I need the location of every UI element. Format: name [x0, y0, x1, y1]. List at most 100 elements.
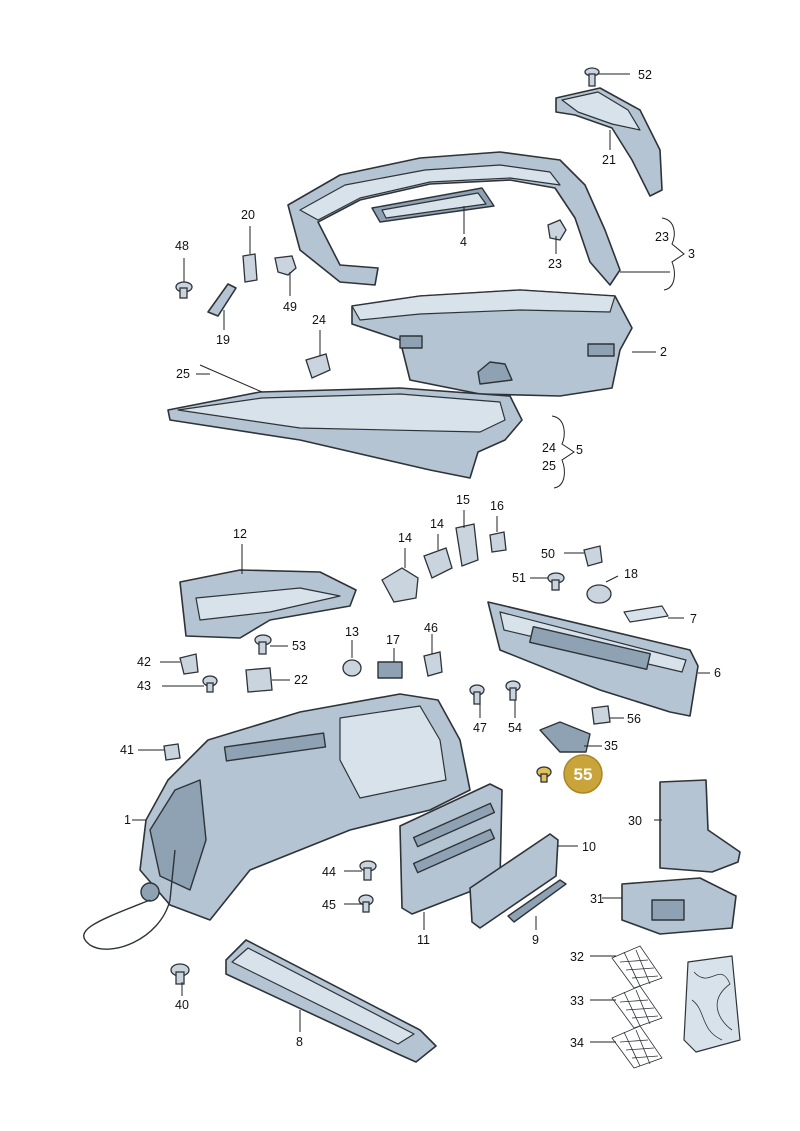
part-54-screw [505, 680, 521, 701]
callout-54: 54 [508, 721, 522, 735]
callout-14: 14 [430, 517, 444, 531]
callout-18: 18 [624, 567, 638, 581]
part-4-seal-inner [381, 192, 487, 219]
callout-12: 12 [233, 527, 247, 541]
part-49-clip [274, 255, 297, 276]
part-32-net [611, 945, 663, 989]
callout-48: 48 [175, 239, 189, 253]
part-43-screw [202, 675, 218, 693]
callout-30: 30 [628, 814, 642, 828]
callout-32: 32 [570, 950, 584, 964]
callout-5: 5 [576, 443, 583, 457]
part-20-clip [242, 253, 258, 283]
part-13-plug [342, 659, 362, 677]
callout-8: 8 [296, 1035, 303, 1049]
part-6-striker-recess [529, 626, 651, 670]
callout-31: 31 [590, 892, 604, 906]
callout-21: 21 [602, 153, 616, 167]
part-52-screw [584, 67, 600, 87]
part-16-clip [489, 531, 507, 553]
callout-labels: 52 21 4 23 23 3 20 48 49 19 24 2 25 24 2… [120, 68, 721, 1050]
part-25-strap [199, 364, 263, 393]
part-48-screw [175, 281, 193, 299]
part-31-opening [651, 899, 685, 921]
callout-6: 6 [714, 666, 721, 680]
part-45-screw [358, 894, 374, 913]
callout-34: 34 [570, 1036, 584, 1050]
part-2-handle-recess [477, 361, 513, 385]
callout-25: 25 [542, 459, 556, 473]
part-17-pad [377, 661, 403, 679]
callout-15: 15 [456, 493, 470, 507]
callout-19: 19 [216, 333, 230, 347]
callout-51: 51 [512, 571, 526, 585]
part-15-latch [455, 523, 479, 567]
highlighted-callout-55[interactable]: 55 [563, 754, 603, 794]
part-33-net [611, 985, 663, 1029]
callout-4: 4 [460, 235, 467, 249]
part-1-wheel-arch [149, 779, 207, 891]
part-3-inner-face [299, 164, 561, 221]
part-55-screw [536, 766, 552, 783]
part-23-clip [547, 219, 567, 241]
highlight-badge [563, 754, 603, 794]
part-5-shelf-top [177, 393, 506, 433]
part-7-cover [623, 605, 669, 623]
callout-33: 33 [570, 994, 584, 1008]
part-21-face [561, 91, 641, 131]
callout-1: 1 [124, 813, 131, 827]
part-46-clip [423, 651, 443, 677]
part-1-compartment [339, 705, 447, 799]
callout-9: 9 [532, 933, 539, 947]
callout-17: 17 [386, 633, 400, 647]
callout-25: 25 [176, 367, 190, 381]
callout-41: 41 [120, 743, 134, 757]
part-40-clip [170, 963, 190, 985]
callout-42: 42 [137, 655, 151, 669]
part-11-slot-b [412, 828, 496, 874]
callout-35: 35 [604, 739, 618, 753]
callout-23: 23 [548, 257, 562, 271]
part-35-cover [539, 721, 591, 753]
callout-24: 24 [312, 313, 326, 327]
part-18-cap [586, 584, 612, 604]
callout-20: 20 [241, 208, 255, 222]
callout-52: 52 [638, 68, 652, 82]
callout-50: 50 [541, 547, 555, 561]
part-9-strip [507, 879, 567, 923]
part-21-pillar-trim [555, 87, 663, 197]
highlight-label: 55 [574, 765, 593, 784]
part-24-clip [305, 353, 331, 379]
part-50-clip [583, 545, 603, 567]
part-2-light-left [399, 335, 423, 349]
callout-24: 24 [542, 441, 556, 455]
callout-53: 53 [292, 639, 306, 653]
callout-43: 43 [137, 679, 151, 693]
part-12-face [195, 587, 341, 621]
callout-14: 14 [398, 531, 412, 545]
callout-22: 22 [294, 673, 308, 687]
part-51-screw [547, 572, 565, 591]
part-8-top [231, 947, 415, 1045]
leader-lines [132, 73, 710, 1043]
part-10-frame [469, 833, 559, 929]
part-56-clip [591, 705, 611, 725]
callout-40: 40 [175, 998, 189, 1012]
part-11-slot-a [412, 802, 496, 848]
part-1-speaker [140, 882, 160, 902]
callout-45: 45 [322, 898, 336, 912]
part-30-bracket [659, 779, 741, 873]
part-14-bracket-b [423, 547, 453, 579]
part-22-clip [245, 667, 273, 693]
callout-56: 56 [627, 712, 641, 726]
part-34-net [611, 1025, 663, 1069]
part-19-handle [207, 283, 237, 317]
part-44-screw [359, 860, 377, 881]
callout-23: 23 [655, 230, 669, 244]
part-2-top-face [351, 289, 616, 321]
callout-44: 44 [322, 865, 336, 879]
callout-47: 47 [473, 721, 487, 735]
callout-13: 13 [345, 625, 359, 639]
callout-10: 10 [582, 840, 596, 854]
